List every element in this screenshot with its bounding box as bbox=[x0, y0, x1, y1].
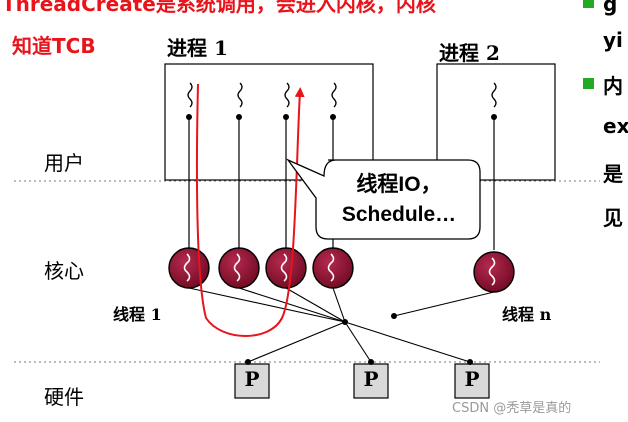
processor-2-label: P bbox=[363, 367, 379, 391]
header-line-2: 知道TCB bbox=[12, 34, 96, 58]
right-text-line-3: 内 bbox=[603, 74, 623, 98]
right-text-line-2: yi bbox=[603, 28, 623, 52]
callout-bubble bbox=[286, 158, 481, 240]
layer-kernel-label: 核心 bbox=[44, 259, 84, 283]
bullet-icon bbox=[583, 0, 594, 8]
right-text-line-1: g bbox=[603, 0, 618, 16]
right-text-line-4: ex bbox=[603, 114, 628, 138]
thread-n-dot bbox=[391, 313, 397, 319]
layer-user-label: 用户 bbox=[44, 151, 84, 175]
header-line-1: ThreadCreate是系统调用，会进入内核，内核 bbox=[2, 0, 436, 16]
thread-n-label: 线程 n bbox=[502, 305, 552, 324]
scheduler-links bbox=[188, 287, 495, 363]
callout-line-1: 线程IO， bbox=[356, 173, 442, 196]
processor-dots bbox=[245, 359, 473, 365]
processor-1-label: P bbox=[244, 367, 260, 391]
thread-1-label: 线程 1 bbox=[113, 305, 162, 324]
user-threads-process-1 bbox=[187, 82, 337, 108]
kernel-thread-squiggles bbox=[183, 253, 496, 286]
process-2-label: 进程 2 bbox=[439, 41, 500, 65]
processor-3-label: P bbox=[464, 367, 480, 391]
callout-text: 线程IO， Schedule… bbox=[322, 170, 476, 230]
kernel-entry-path bbox=[195, 83, 305, 337]
scheduler-hub-dot bbox=[342, 319, 348, 325]
layer-hardware-label: 硬件 bbox=[44, 385, 84, 409]
user-thread-process-2 bbox=[491, 82, 497, 108]
bullet-icon bbox=[583, 78, 594, 89]
process-1-label: 进程 1 bbox=[167, 36, 228, 60]
callout-line-2: Schedule… bbox=[341, 203, 457, 226]
kernel-threads bbox=[168, 247, 515, 293]
right-text-line-5: 是 bbox=[603, 162, 623, 186]
right-text-line-6: 见 bbox=[603, 206, 623, 230]
watermark: CSDN @秃草是真的 bbox=[452, 401, 572, 416]
